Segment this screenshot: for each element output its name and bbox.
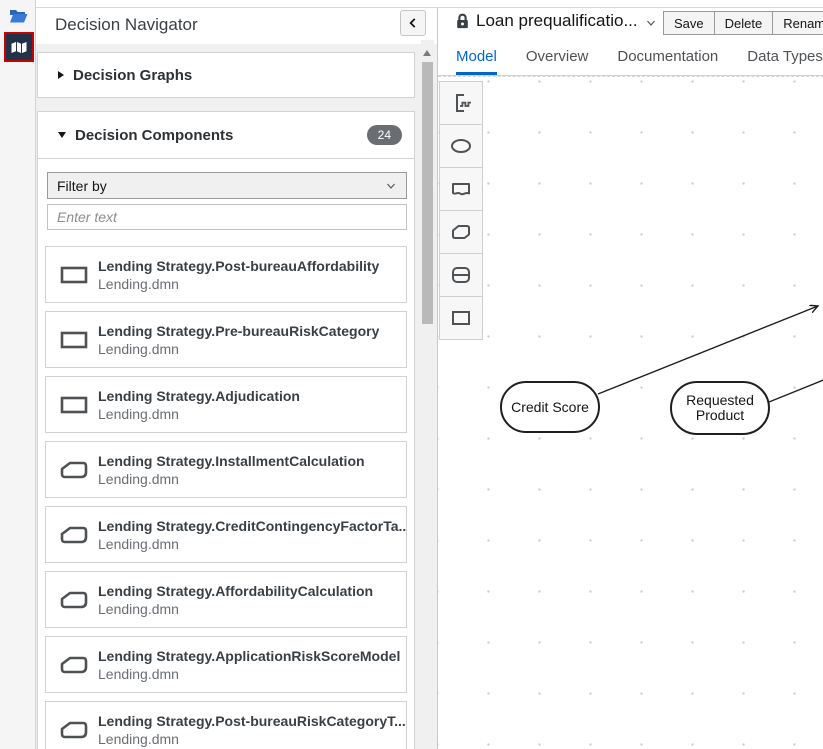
component-file: Lending.dmn [98, 600, 179, 617]
decision-icon [60, 266, 88, 284]
component-name: Lending Strategy.InstallmentCalculation [98, 452, 365, 469]
palette-decision-service-button[interactable] [439, 253, 483, 297]
decision-navigator-header: Decision Navigator [36, 8, 438, 44]
components-count-badge: 24 [366, 125, 402, 145]
component-file: Lending.dmn [98, 470, 179, 487]
palette-decision-button[interactable] [439, 296, 483, 340]
decision-components-header[interactable]: Decision Components 24 [38, 112, 414, 159]
navigator-scrollbar[interactable] [421, 40, 434, 749]
decision-component-item[interactable]: Lending Strategy.ApplicationRiskScoreMod… [45, 636, 407, 693]
decision-icon [449, 306, 473, 330]
business-knowledge-model-icon [60, 656, 88, 674]
chevron-down-icon [385, 180, 397, 192]
component-name: Lending Strategy.CreditContingencyFactor… [98, 517, 406, 534]
decision-component-item[interactable]: Lending Strategy.AffordabilityCalculatio… [45, 571, 407, 628]
palette-input-data-button[interactable] [439, 124, 483, 168]
edge-requested-product [768, 379, 823, 403]
delete-button[interactable]: Delete [713, 11, 774, 35]
filter-by-dropdown[interactable]: Filter by [47, 172, 407, 199]
input-data-node-requested-product[interactable]: Requested Product [670, 381, 770, 435]
component-file: Lending.dmn [98, 730, 179, 747]
decision-component-item[interactable]: Lending Strategy.Post-bureauAffordabilit… [45, 246, 407, 303]
component-file: Lending.dmn [98, 340, 179, 357]
business-knowledge-model-icon [60, 721, 88, 739]
knowledge-source-icon [449, 177, 473, 201]
filter-text-input[interactable] [47, 204, 407, 230]
input-data-icon [449, 134, 473, 158]
scrollbar-thumb[interactable] [422, 62, 433, 324]
component-name: Lending Strategy.Adjudication [98, 387, 300, 404]
decision-navigator-toggle-button[interactable] [4, 32, 34, 62]
asset-title-caret-icon[interactable] [645, 17, 657, 29]
component-file: Lending.dmn [98, 535, 179, 552]
scroll-up-arrow-icon[interactable] [423, 50, 431, 56]
decision-components-section: Decision Components 24 Filter by Lending… [37, 111, 415, 749]
palette-text-annotation-button[interactable] [439, 81, 483, 125]
lock-icon [455, 13, 470, 30]
component-file: Lending.dmn [98, 275, 179, 292]
filter-by-label: Filter by [57, 177, 107, 194]
decision-component-item[interactable]: Lending Strategy.Post-bureauRiskCategory… [45, 701, 407, 749]
angle-left-icon [406, 16, 420, 30]
tab-data-types[interactable]: Data Types [747, 48, 823, 65]
business-knowledge-model-icon [60, 526, 88, 544]
decision-icon [60, 331, 88, 349]
component-name: Lending Strategy.ApplicationRiskScoreMod… [98, 647, 401, 664]
input-data-node-credit-score[interactable]: Credit Score [500, 381, 600, 433]
decision-navigator-body: Decision Graphs Decision Components 24 F… [36, 44, 420, 749]
tab-model[interactable]: Model [456, 42, 497, 75]
asset-title: Loan prequalificatio... [476, 11, 638, 30]
node-label: Credit Score [511, 398, 589, 415]
caret-down-icon [58, 132, 66, 138]
decision-icon [60, 396, 88, 414]
decision-graphs-label: Decision Graphs [73, 66, 193, 84]
business-knowledge-model-icon [449, 220, 473, 244]
decision-navigator-panel: Decision Navigator Decision Graphs Decis… [36, 8, 438, 749]
decision-graphs-section[interactable]: Decision Graphs [37, 52, 415, 98]
collapse-panel-button[interactable] [400, 10, 426, 36]
asset-header: Loan prequalificatio... SaveDeleteRename… [438, 0, 823, 42]
map-icon [10, 40, 28, 55]
project-explorer-icon[interactable] [9, 7, 28, 24]
decision-component-item[interactable]: Lending Strategy.CreditContingencyFactor… [45, 506, 407, 563]
dmn-canvas[interactable]: Credit Score Requested Product [438, 76, 823, 749]
tab-overview[interactable]: Overview [525, 48, 589, 65]
component-file: Lending.dmn [98, 665, 179, 682]
component-name: Lending Strategy.Pre-bureauRiskCategory [98, 322, 380, 339]
left-icon-strip [0, 0, 36, 749]
component-file: Lending.dmn [98, 405, 179, 422]
palette-business-knowledge-model-button[interactable] [439, 210, 483, 254]
tab-documentation[interactable]: Documentation [617, 48, 719, 65]
palette-knowledge-source-button[interactable] [439, 167, 483, 211]
component-name: Lending Strategy.AffordabilityCalculatio… [98, 582, 374, 599]
decision-components-label: Decision Components [75, 126, 234, 144]
component-name: Lending Strategy.Post-bureauRiskCategory… [98, 712, 406, 729]
node-label: Requested Product [686, 392, 754, 423]
asset-action-buttons: SaveDeleteRenameCo [663, 11, 823, 35]
business-knowledge-model-icon [60, 591, 88, 609]
caret-right-icon [58, 71, 64, 79]
decision-service-icon [449, 263, 473, 287]
business-knowledge-model-icon [60, 461, 88, 479]
shape-palette [439, 81, 483, 340]
editor-tabbar: Model Overview Documentation Data Types [438, 42, 823, 76]
rename-button[interactable]: Rename [772, 11, 823, 35]
dmn-editor-region: Loan prequalificatio... SaveDeleteRename… [437, 0, 823, 749]
top-divider [36, 0, 823, 8]
component-name: Lending Strategy.Post-bureauAffordabilit… [98, 257, 380, 274]
decision-navigator-title: Decision Navigator [55, 15, 198, 34]
save-button[interactable]: Save [663, 11, 715, 35]
text-annotation-icon [449, 91, 473, 115]
decision-components-list: Lending Strategy.Post-bureauAffordabilit… [38, 246, 414, 749]
